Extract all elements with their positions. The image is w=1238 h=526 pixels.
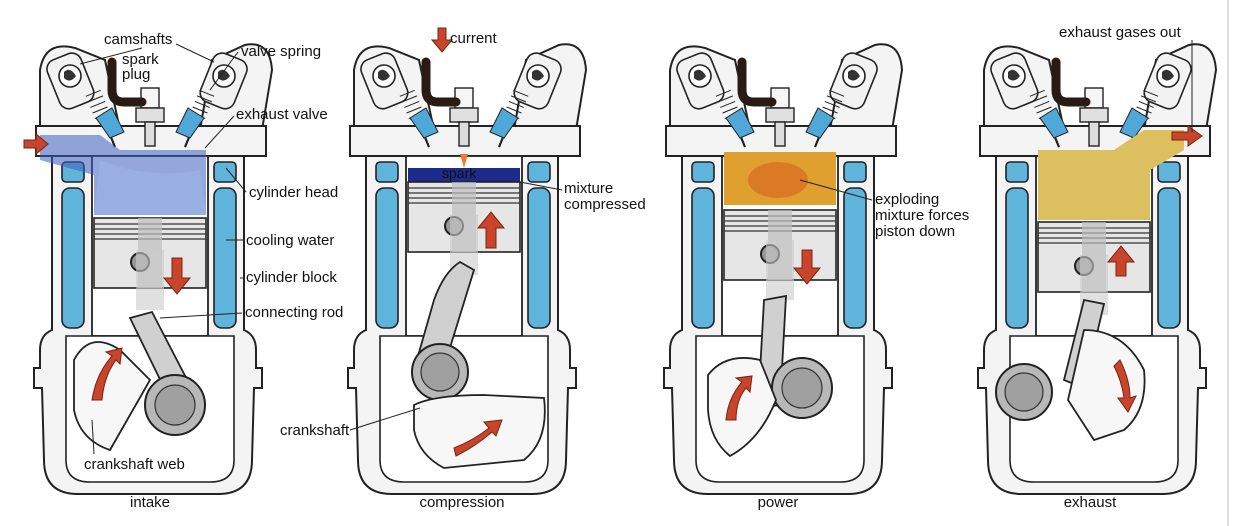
label-spark-plug-2: plug bbox=[122, 66, 150, 83]
caption-exhaust: exhaust bbox=[1064, 494, 1117, 511]
labels-stage-1: camshafts spark plug valve spring exhaus… bbox=[79, 31, 343, 473]
intake-in-arrow bbox=[23, 132, 49, 156]
spark-plug-cable bbox=[107, 57, 147, 107]
caption-compression: compression bbox=[419, 494, 504, 511]
exhaust-crank-arrow bbox=[1113, 359, 1137, 413]
current-arrow bbox=[430, 27, 454, 53]
label-mixture-compressed-2: compressed bbox=[564, 196, 646, 213]
stage-intake: intake bbox=[23, 43, 274, 511]
label-spark: spark bbox=[442, 165, 477, 181]
label-connecting-rod: connecting rod bbox=[245, 304, 343, 321]
labels-stage-2: current mixture compressed crankshaft bbox=[280, 30, 646, 439]
label-crankshaft-web: crankshaft web bbox=[84, 456, 185, 473]
stage-power: power bbox=[662, 43, 904, 511]
label-exploding-1: exploding bbox=[875, 191, 939, 208]
stage-compression: spark compression bbox=[346, 27, 588, 511]
label-spark-plug-1: spark bbox=[122, 51, 159, 68]
caption-intake: intake bbox=[130, 494, 170, 511]
label-current: current bbox=[450, 30, 498, 47]
labels-stage-4: exhaust gases out bbox=[1059, 24, 1193, 132]
spark-plug-cable-2 bbox=[421, 57, 461, 107]
label-crankshaft: crankshaft bbox=[280, 422, 350, 439]
compression-piston-up-arrow bbox=[476, 211, 506, 249]
exhaust-out-arrow bbox=[1171, 125, 1203, 147]
label-camshafts: camshafts bbox=[104, 31, 172, 48]
caption-power: power bbox=[758, 494, 799, 511]
stage-exhaust: exhaust bbox=[976, 43, 1218, 511]
label-cooling-water: cooling water bbox=[246, 232, 334, 249]
label-exploding-3: piston down bbox=[875, 223, 955, 240]
label-cylinder-head: cylinder head bbox=[249, 184, 338, 201]
exhaust-piston-up-arrow bbox=[1106, 245, 1136, 277]
label-mixture-compressed-1: mixture bbox=[564, 180, 613, 197]
spark-plug-cable-3 bbox=[737, 57, 777, 107]
label-exhaust-valve: exhaust valve bbox=[236, 106, 328, 123]
compression-crank-arrow bbox=[453, 419, 503, 457]
spark-plug-cable-4 bbox=[1051, 57, 1091, 107]
power-piston-down-arrow bbox=[792, 249, 822, 285]
intake-piston-down-arrow bbox=[162, 257, 192, 295]
label-valve-spring: valve spring bbox=[241, 43, 321, 60]
label-exhaust-gases-out: exhaust gases out bbox=[1059, 24, 1182, 41]
labels-stage-3: exploding mixture forces piston down bbox=[799, 179, 969, 240]
label-exploding-2: mixture forces bbox=[875, 207, 969, 224]
label-cylinder-block: cylinder block bbox=[246, 269, 337, 286]
